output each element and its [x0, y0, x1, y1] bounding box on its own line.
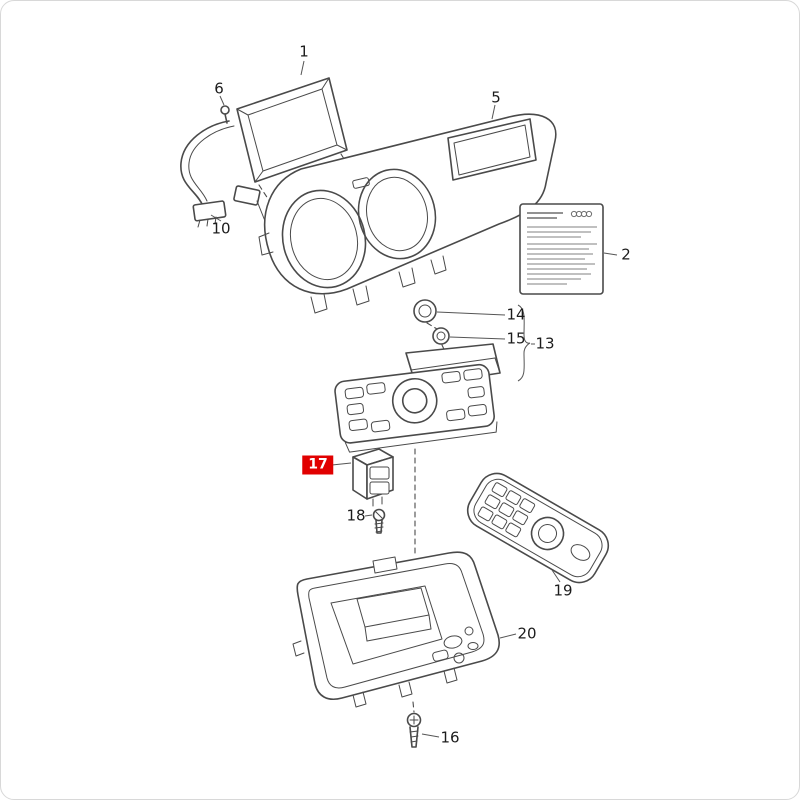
remote-control-drawing: [466, 472, 610, 584]
part-label-2: 2: [621, 245, 631, 264]
part-label-16: 16: [440, 728, 460, 747]
part-label-5: 5: [491, 88, 501, 107]
part-label-1: 1: [299, 42, 309, 61]
button-drawing: [432, 327, 450, 345]
screw-18-drawing: [372, 508, 386, 534]
dashboard-panel-drawing: [258, 113, 557, 314]
part-label-17-highlighted: 17: [302, 455, 334, 475]
cable-harness-drawing: [180, 105, 266, 228]
knob-drawing: [413, 299, 437, 323]
control-panel-drawing: [334, 363, 498, 453]
part-label-13: 13: [535, 334, 555, 353]
console-frame-drawing: [292, 551, 500, 708]
part-label-6: 6: [214, 79, 224, 98]
part-label-20: 20: [517, 624, 537, 643]
leader-lines: [210, 60, 618, 738]
part-label-18: 18: [346, 506, 366, 525]
part-label-15: 15: [506, 329, 526, 348]
part-label-10: 10: [211, 219, 231, 238]
warning-label-drawing: [519, 203, 604, 295]
screw-16-drawing: [406, 712, 422, 748]
part-label-14: 14: [506, 305, 526, 324]
part-label-19: 19: [553, 581, 573, 600]
switch-drawing: [352, 448, 394, 507]
group-13-brace: [517, 304, 531, 382]
